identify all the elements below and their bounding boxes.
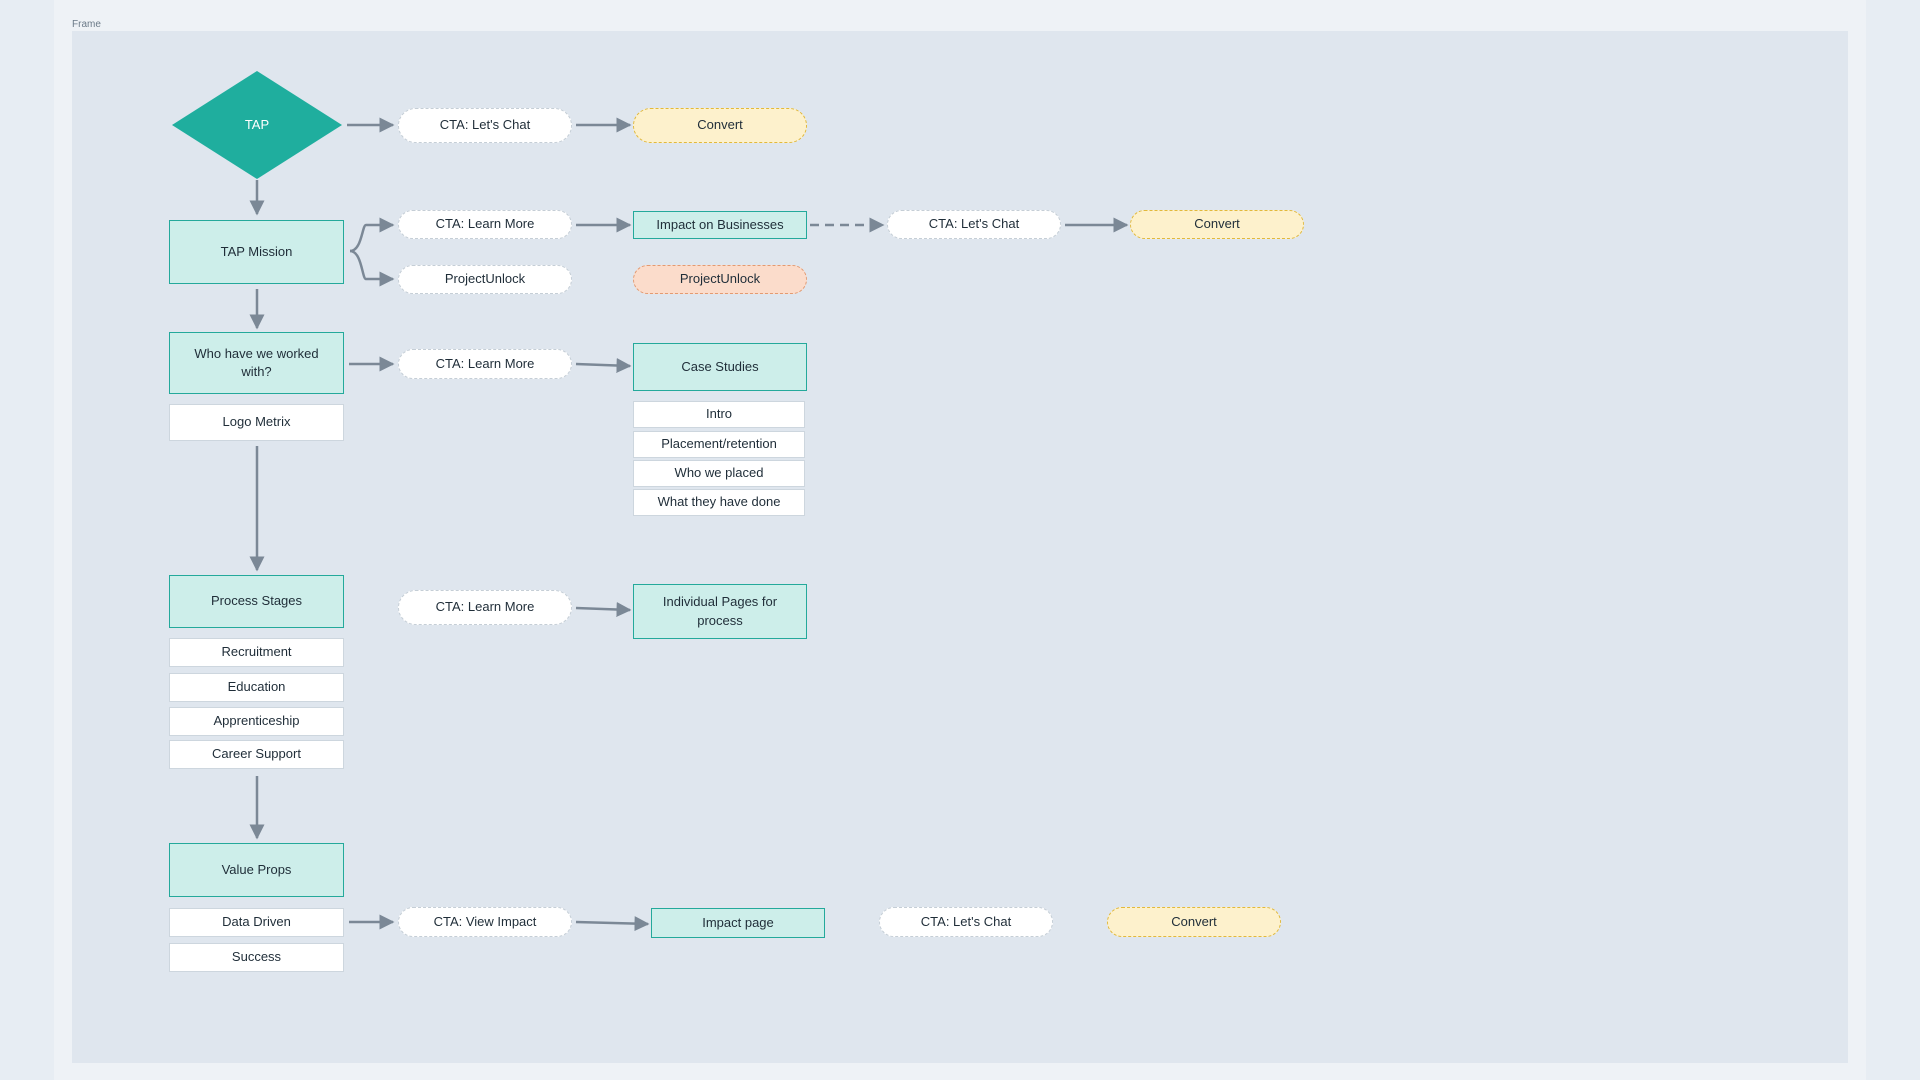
case-item-intro[interactable]: Intro [633, 401, 805, 428]
case-item-who-we-placed[interactable]: Who we placed [633, 460, 805, 487]
tap-node[interactable]: TAP [244, 116, 270, 132]
individual-pages-box[interactable]: Individual Pages for process [633, 584, 807, 639]
cta-view-impact[interactable]: CTA: View Impact [398, 907, 572, 937]
project-unlock-1[interactable]: ProjectUnlock [398, 265, 572, 294]
process-item-career-support[interactable]: Career Support [169, 740, 344, 769]
convert-1[interactable]: Convert [633, 108, 807, 143]
frame[interactable] [72, 31, 1848, 1063]
case-item-placement[interactable]: Placement/retention [633, 431, 805, 458]
case-item-what-they-done[interactable]: What they have done [633, 489, 805, 516]
logo-metrix-item[interactable]: Logo Metrix [169, 404, 344, 441]
who-worked-with-box[interactable]: Who have we worked with? [169, 332, 344, 394]
edge-mission-to-learn-more [349, 217, 395, 253]
cta-lets-chat-2[interactable]: CTA: Let's Chat [887, 210, 1061, 239]
cta-learn-more-1[interactable]: CTA: Learn More [398, 210, 572, 239]
edge-cta-to-impact-page [575, 916, 650, 932]
cta-lets-chat-3[interactable]: CTA: Let's Chat [879, 907, 1053, 937]
case-studies-box[interactable]: Case Studies [633, 343, 807, 391]
tap-diamond [172, 71, 342, 179]
edge-learn-more-to-case [575, 358, 632, 373]
edge-learn-more-to-pages [575, 602, 632, 617]
value-item-success[interactable]: Success [169, 943, 344, 972]
process-stages-box[interactable]: Process Stages [169, 575, 344, 628]
project-unlock-2[interactable]: ProjectUnlock [633, 265, 807, 294]
cta-learn-more-3[interactable]: CTA: Learn More [398, 590, 572, 625]
process-item-apprenticeship[interactable]: Apprenticeship [169, 707, 344, 736]
value-item-data-driven[interactable]: Data Driven [169, 908, 344, 937]
process-item-education[interactable]: Education [169, 673, 344, 702]
convert-3[interactable]: Convert [1107, 907, 1281, 937]
frame-label: Frame [72, 19, 101, 30]
value-props-box[interactable]: Value Props [169, 843, 344, 897]
cta-lets-chat-1[interactable]: CTA: Let's Chat [398, 108, 572, 143]
convert-2[interactable]: Convert [1130, 210, 1304, 239]
impact-on-businesses-box[interactable]: Impact on Businesses [633, 211, 807, 239]
impact-page-box[interactable]: Impact page [651, 908, 825, 938]
edge-mission-to-projectunlock [349, 249, 395, 287]
cta-learn-more-2[interactable]: CTA: Learn More [398, 349, 572, 379]
tap-mission-box[interactable]: TAP Mission [169, 220, 344, 284]
process-item-recruitment[interactable]: Recruitment [169, 638, 344, 667]
